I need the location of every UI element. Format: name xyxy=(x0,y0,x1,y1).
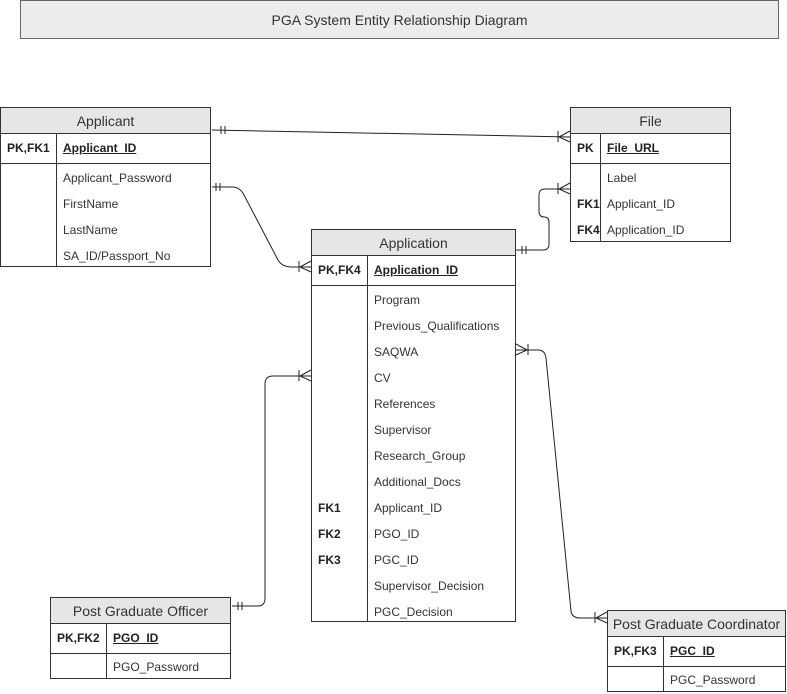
applicant-pk-key: PK,FK1 xyxy=(7,141,50,155)
application-attr: Additional_Docs xyxy=(374,475,461,489)
application-attr-key: FK1 xyxy=(318,501,341,515)
application-attr: References xyxy=(374,397,436,411)
application-attr-key: FK2 xyxy=(318,527,341,541)
rel-pgo-application xyxy=(232,375,311,607)
one-marker-icon xyxy=(220,126,226,134)
rel-applicant-application xyxy=(212,186,311,268)
file-attr: Label xyxy=(607,171,637,185)
file-pk-field: File_URL xyxy=(607,141,660,155)
rel-application-pgc xyxy=(516,349,607,619)
pgo-pk-key: PK,FK2 xyxy=(57,631,100,645)
pgc-attr: PGC_Password xyxy=(670,673,756,687)
one-marker-icon xyxy=(215,183,221,191)
entity-application-header: Application xyxy=(312,230,515,256)
rel-application-file xyxy=(516,188,570,251)
application-attr: Research_Group xyxy=(374,449,466,463)
many-marker-icon xyxy=(298,260,312,273)
entity-file-header: File xyxy=(571,108,730,134)
many-marker-icon xyxy=(594,611,608,624)
entity-pgc-header: Post Graduate Coordinator xyxy=(608,611,785,637)
many-marker-icon xyxy=(557,130,571,143)
many-marker-icon xyxy=(298,369,312,382)
application-attr: Supervisor_Decision xyxy=(374,579,485,593)
rel-applicant-file xyxy=(211,129,571,138)
application-attr: Program xyxy=(374,293,421,307)
entity-application: Application PK,FK4 Application_ID Progra… xyxy=(311,229,516,622)
entity-file: File PK File_URL Label FK1 Applicant_ID … xyxy=(570,107,731,242)
pgc-pk-field: PGC_ID xyxy=(670,644,715,658)
applicant-attr: FirstName xyxy=(63,197,119,211)
file-pk-key: PK xyxy=(577,141,594,155)
application-pk-key: PK,FK4 xyxy=(318,263,361,277)
pgo-pk-field: PGO_ID xyxy=(113,631,159,645)
file-attr: Application_ID xyxy=(607,223,685,237)
one-marker-icon xyxy=(237,602,243,610)
pgo-attr: PGO_Password xyxy=(113,660,200,674)
diagram-title: PGA System Entity Relationship Diagram xyxy=(20,0,779,39)
applicant-attr: SA_ID/Passport_No xyxy=(63,249,171,263)
file-attr-key: FK1 xyxy=(577,197,600,211)
applicant-attr: Applicant_Password xyxy=(63,171,172,185)
application-pk-field: Application_ID xyxy=(374,263,459,277)
entity-post-graduate-coordinator: Post Graduate Coordinator PK,FK3 PGC_ID … xyxy=(607,610,786,692)
file-attr-key: FK4 xyxy=(577,223,600,237)
entity-post-graduate-officer: Post Graduate Officer PK,FK2 PGO_ID PGO_… xyxy=(50,597,231,679)
application-attr: Supervisor xyxy=(374,423,432,437)
application-attr: CV xyxy=(374,371,391,385)
application-attr: PGO_ID xyxy=(374,527,420,541)
entity-applicant: Applicant PK,FK1 Applicant_ID Applicant_… xyxy=(0,107,211,267)
application-attr: Previous_Qualifications xyxy=(374,319,500,333)
many-marker-icon xyxy=(557,182,571,195)
application-attr: SAQWA xyxy=(374,345,419,359)
application-attr: PGC_Decision xyxy=(374,605,453,619)
applicant-pk-field: Applicant_ID xyxy=(63,141,137,155)
application-attr: PGC_ID xyxy=(374,553,419,567)
one-marker-icon xyxy=(521,246,527,254)
many-marker-icon xyxy=(515,343,529,356)
application-attr-key: FK3 xyxy=(318,553,341,567)
application-attr: Applicant_ID xyxy=(374,501,443,515)
file-attr: Applicant_ID xyxy=(607,197,676,211)
entity-pgo-header: Post Graduate Officer xyxy=(51,598,230,624)
entity-applicant-header: Applicant xyxy=(1,108,210,134)
applicant-attr: LastName xyxy=(63,223,118,237)
pgc-pk-key: PK,FK3 xyxy=(614,644,657,658)
